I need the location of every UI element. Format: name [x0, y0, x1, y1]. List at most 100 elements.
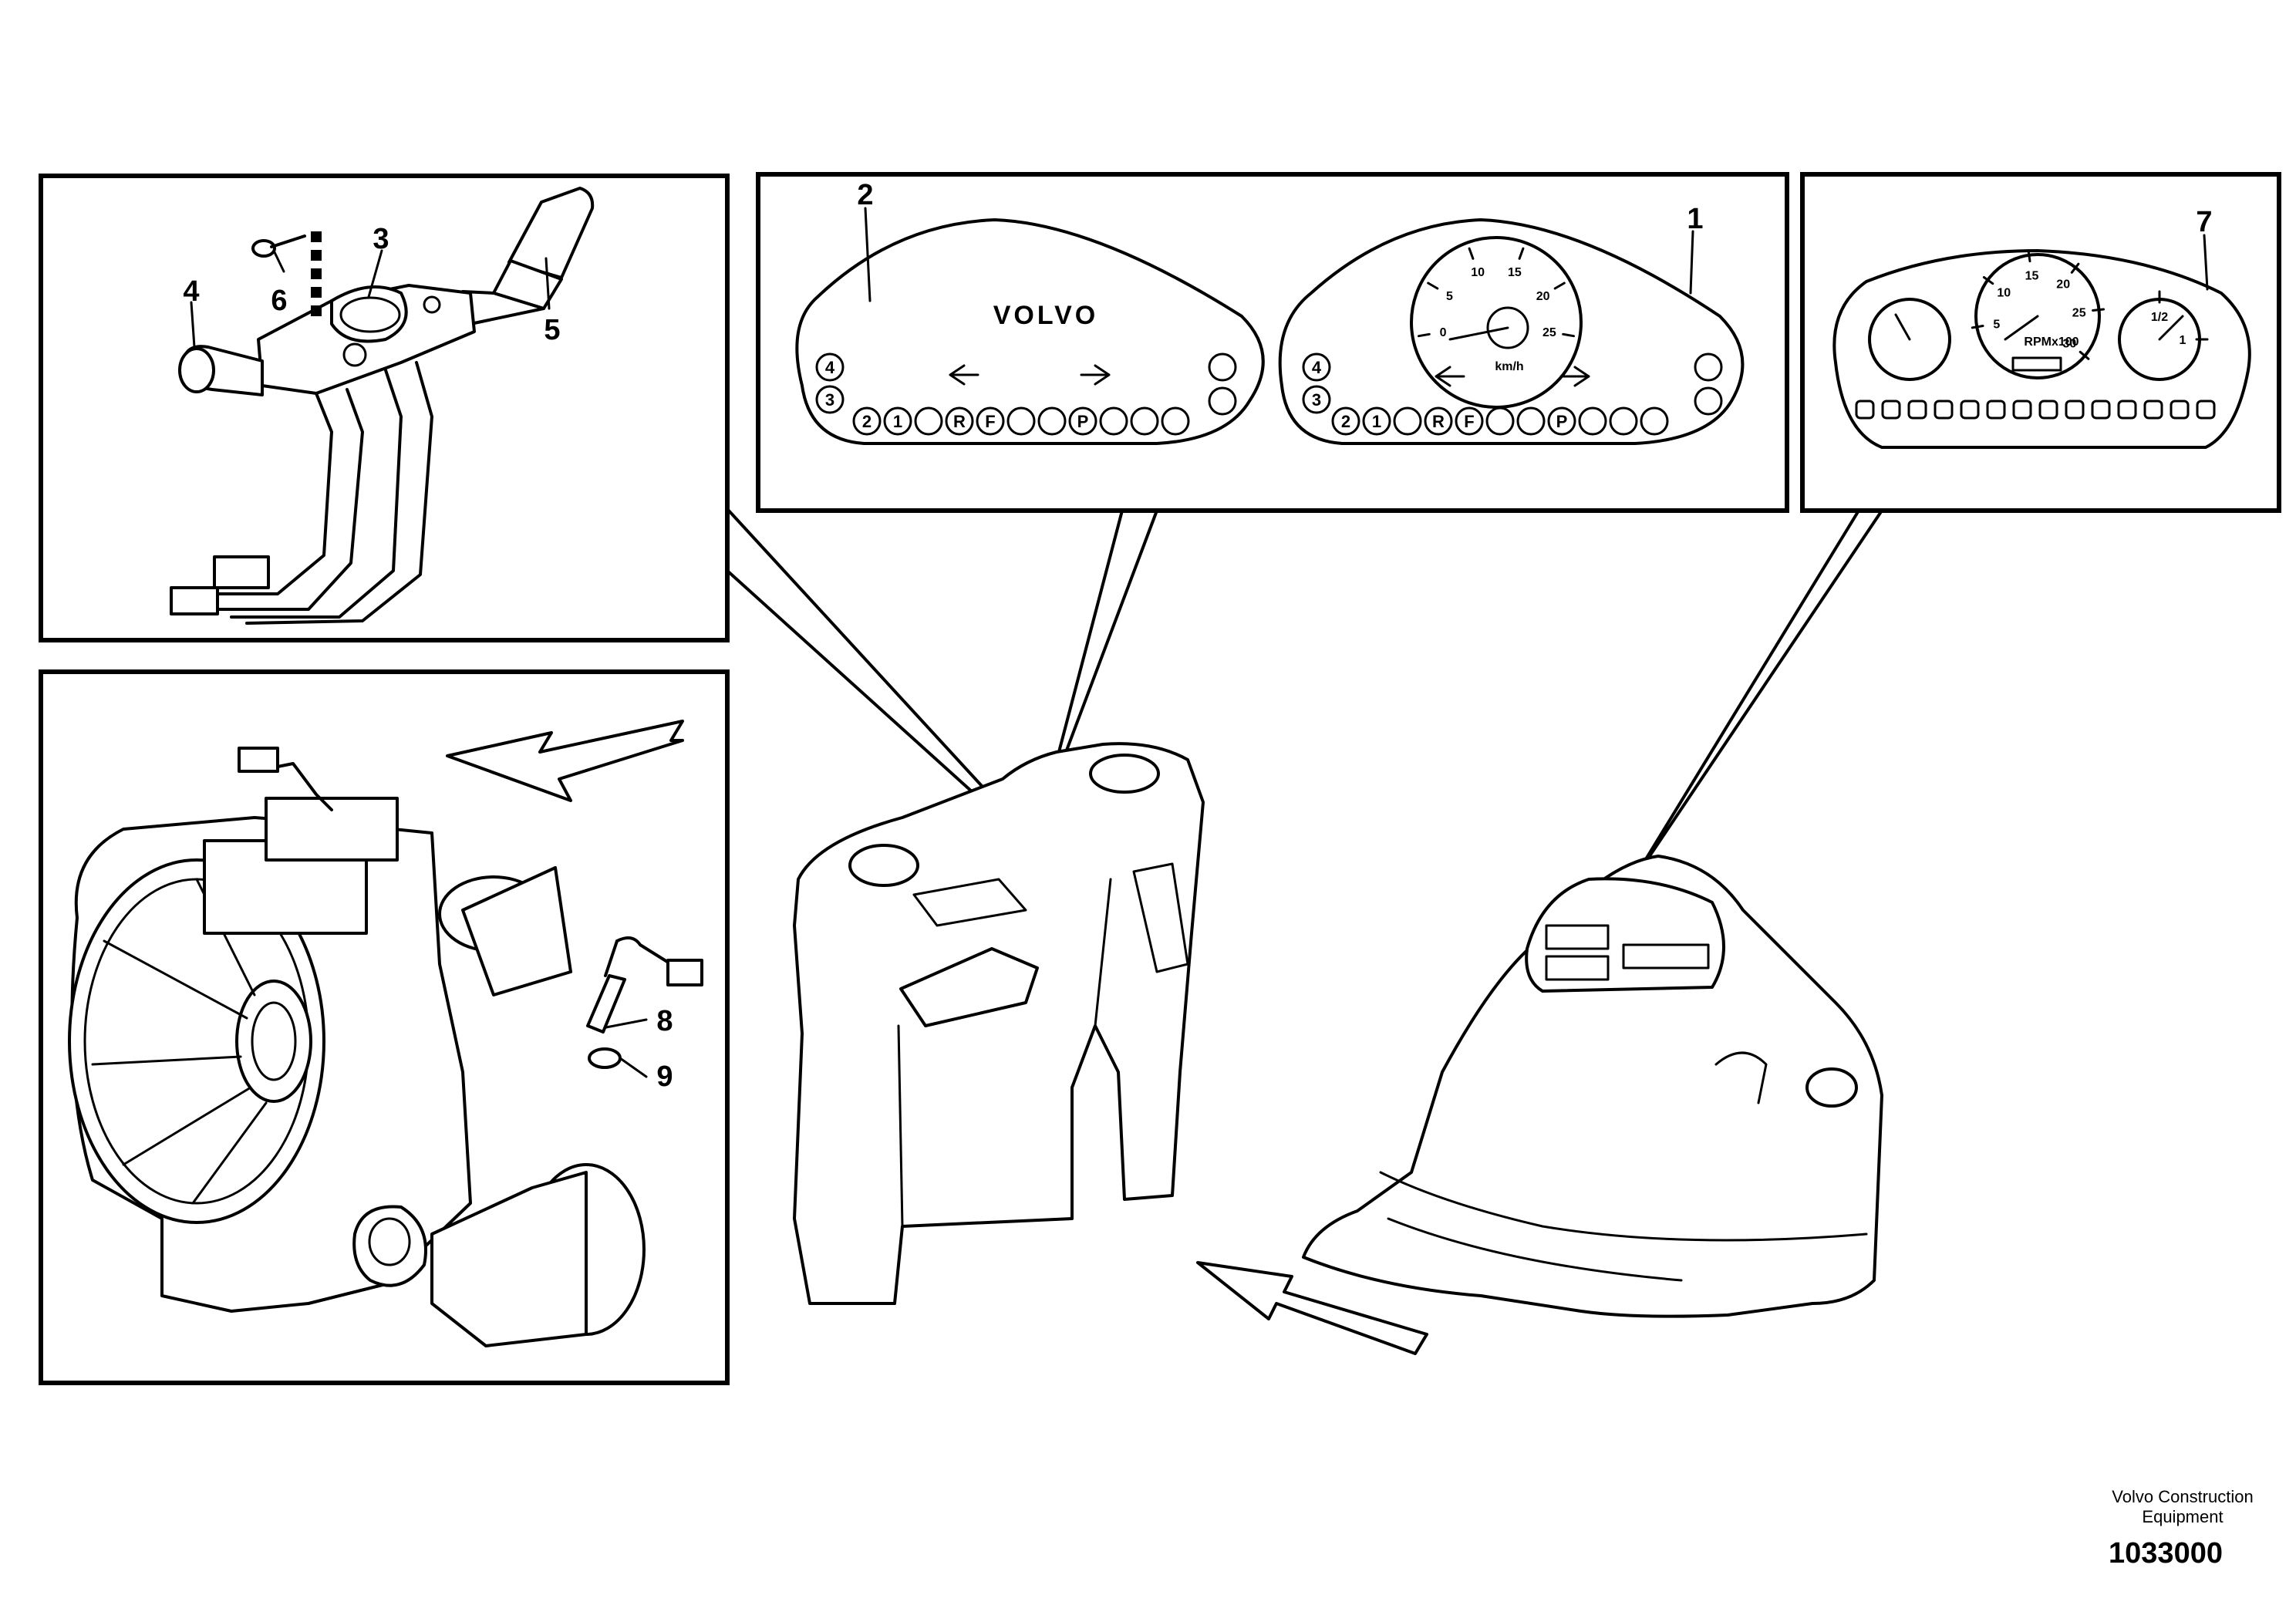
- panel2-lamp-0: [852, 406, 882, 436]
- speedometer-tick-2: 10: [1471, 266, 1485, 279]
- detail-frame-lever: [39, 174, 730, 642]
- panel1-side-lamp-label-0: 4: [1312, 358, 1322, 377]
- speedometer-tick-mark-5: [1562, 332, 1575, 338]
- panel2-lamp-label-0: 2: [862, 412, 872, 431]
- panel2-lamp-5: [1006, 406, 1036, 436]
- panel1-lamp-1: [1362, 406, 1391, 436]
- speedometer-tick-mark-1: [1427, 282, 1439, 290]
- panel2-lamp-10: [1161, 406, 1190, 436]
- panel1-lamp-label-4: F: [1464, 412, 1474, 431]
- panel2-lamp-label-7: P: [1077, 412, 1089, 431]
- transmission-illustration: [68, 720, 703, 1347]
- cluster-indicator-icon-6: [2012, 400, 2032, 420]
- tachometer-tick-2: 15: [2025, 270, 2039, 283]
- tachometer-tick-mark-0: [1971, 325, 1984, 329]
- footer-document-number: 1033000: [2109, 1537, 2223, 1570]
- panel1-side-lamp-label-1: 3: [1312, 390, 1321, 410]
- speedometer-tick-mark-4: [1553, 282, 1566, 290]
- speedometer-tick-mark-0: [1418, 332, 1431, 338]
- panel2-lamp-3: [945, 406, 974, 436]
- panel1-lamp-9: [1609, 406, 1638, 436]
- panel1-lamp-label-0: 2: [1341, 412, 1350, 431]
- speedometer-unit: km/h: [1495, 360, 1523, 373]
- tachometer-tick-mark-2: [2027, 249, 2031, 263]
- panel2-lamp-8: [1099, 406, 1128, 436]
- detail-frame-panels: [756, 172, 1789, 513]
- speedometer-dial: [1410, 236, 1583, 409]
- panel2-side-lamp-0: [815, 352, 845, 382]
- panel2-lamp-label-1: 1: [893, 412, 902, 431]
- panel1-lamp-10: [1640, 406, 1669, 436]
- tachometer-tick-5: 30: [2063, 338, 2077, 351]
- panel2-lamp-7: [1068, 406, 1097, 436]
- speedometer-tick-mark-3: [1518, 247, 1525, 260]
- cluster-indicator-icon-5: [1986, 400, 2006, 420]
- view-arrow-top: [446, 720, 684, 802]
- panel1-lamp-4: [1455, 406, 1484, 436]
- panel1-lamp-7: [1547, 406, 1576, 436]
- callout-6: 6: [271, 285, 287, 317]
- panel2-lamp-6: [1037, 406, 1067, 436]
- speedometer-tick-0: 0: [1440, 326, 1447, 339]
- panel2-lamp-9: [1130, 406, 1159, 436]
- speedometer-tick-3: 15: [1508, 266, 1522, 279]
- detail-frame-transmission: [39, 669, 730, 1385]
- speedometer-tick-1: 5: [1446, 290, 1453, 303]
- turn-signal-lever-illustration: [170, 187, 595, 625]
- cluster-indicator-icon-4: [1960, 400, 1980, 420]
- cluster-indicator-icon-3: [1934, 400, 1954, 420]
- cluster-indicator-icon-11: [2143, 400, 2163, 420]
- panel1-left-arrow-icon: [1435, 366, 1465, 387]
- cluster-indicator-icon-8: [2065, 400, 2085, 420]
- callout-1: 1: [1687, 203, 1703, 235]
- tachometer-tick-mark-1: [1982, 276, 1994, 285]
- cluster-indicator-icon-9: [2091, 400, 2111, 420]
- panel2-brand: VOLVO: [993, 301, 1099, 330]
- tachometer-tick-mark-3: [2070, 262, 2080, 274]
- panel1-round-lamp-bottom: [1694, 386, 1723, 416]
- tachometer-tick-0: 5: [1993, 318, 2000, 331]
- panel2-lamp-1: [883, 406, 912, 436]
- panel1-lamp-3: [1424, 406, 1453, 436]
- panel1-lamp-2: [1393, 406, 1422, 436]
- callout-8: 8: [656, 1005, 673, 1037]
- callout-9: 9: [656, 1061, 673, 1093]
- callout-4: 4: [183, 275, 199, 308]
- detail-frame-cluster: [1800, 172, 2281, 513]
- fuel-gauge-tick-0: 1/2: [2151, 311, 2168, 324]
- cluster-indicator-icon-10: [2117, 400, 2137, 420]
- panel1-side-lamp-0: [1302, 352, 1331, 382]
- panel2-round-lamp-top: [1208, 352, 1237, 382]
- panel1-lamp-0: [1331, 406, 1360, 436]
- panel1-lamp-label-1: 1: [1372, 412, 1381, 431]
- panel1-lamp-6: [1516, 406, 1546, 436]
- cluster-indicator-icon-2: [1907, 400, 1927, 420]
- footer-company-line1: Volvo Construction: [2112, 1487, 2253, 1506]
- tachometer-unit: RPMx100: [2024, 336, 2079, 349]
- panel2-lamp-2: [914, 406, 943, 436]
- panel1-round-lamp-top: [1694, 352, 1723, 382]
- cluster-indicator-icon-12: [2170, 400, 2190, 420]
- panel2-side-lamp-1: [815, 385, 845, 414]
- panel2-lamp-4: [976, 406, 1005, 436]
- tachometer-tick-1: 10: [1997, 286, 2011, 299]
- panel2-left-arrow-icon: [949, 364, 979, 386]
- panel2-lamp-label-4: F: [985, 412, 995, 431]
- panel1-side-lamp-1: [1302, 385, 1331, 414]
- panel2-lamp-label-3: R: [953, 412, 966, 431]
- tachometer-tick-mark-4: [2092, 308, 2105, 312]
- steering-pedestal-illustration: [793, 742, 1428, 1355]
- tachometer-tick-3: 20: [2056, 278, 2070, 291]
- fuel-gauge-tick-1: 1: [2180, 334, 2186, 347]
- callout-5: 5: [544, 314, 560, 346]
- panel1-lamp-8: [1578, 406, 1607, 436]
- panel2-right-arrow-icon: [1080, 364, 1111, 386]
- panel2-side-lamp-label-1: 3: [825, 390, 834, 410]
- speedometer-tick-5: 25: [1542, 326, 1556, 339]
- cluster-indicator-icon-1: [1881, 400, 1901, 420]
- cluster-indicator-icon-0: [1855, 400, 1875, 420]
